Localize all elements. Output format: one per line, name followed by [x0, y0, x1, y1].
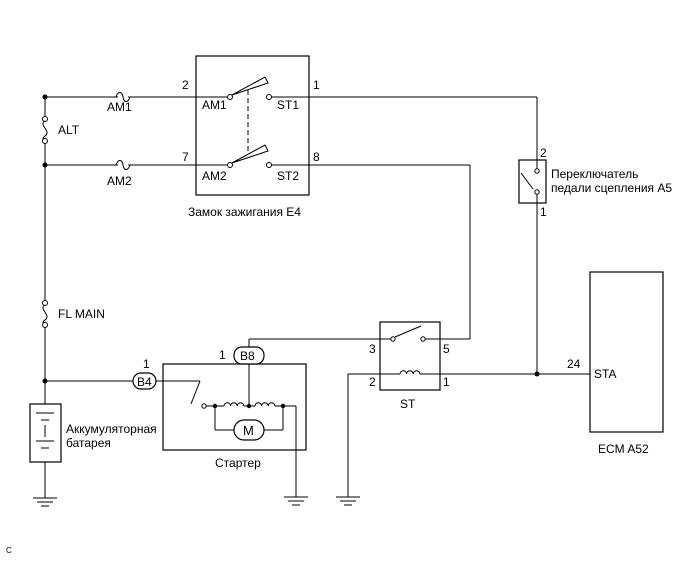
clutch-pedal-switch: 2 1 Переключатель педали сцепления A5 — [518, 146, 672, 219]
ignition-st1-label: ST1 — [277, 98, 299, 112]
relay-ground — [336, 496, 360, 506]
am1-fuse: AM1 — [107, 92, 132, 114]
battery-ground — [33, 462, 57, 507]
ignition-switch-title: Замок зажигания E4 — [188, 205, 301, 219]
relay-pin3: 3 — [369, 342, 376, 356]
ignition-switch: 2 7 1 8 AM1 AM2 ST1 ST2 Замок зажигания … — [182, 55, 320, 219]
left-bus-wiring — [44, 96, 196, 404]
ignition-am1-label: AM1 — [202, 98, 227, 112]
connector-b4-label: B4 — [137, 375, 152, 389]
alt-fuse-label: ALT — [58, 123, 80, 137]
fl-main-fuse: FL MAIN — [42, 300, 105, 328]
ecm: 24 STA ECM A52 — [567, 271, 664, 456]
starter-ground — [284, 496, 308, 506]
junction-dot — [42, 378, 48, 384]
connector-b8-label: B8 — [240, 349, 255, 363]
ignition-am2-label: AM2 — [202, 169, 227, 183]
st-relay: 3 5 2 1 ST — [369, 321, 450, 411]
battery: Аккумуляторная батарея — [29, 403, 157, 463]
junction-dot — [42, 94, 48, 100]
connector-b4-pin: 1 — [143, 357, 150, 371]
junction-dot — [42, 162, 48, 168]
ignition-st2-label: ST2 — [277, 169, 299, 183]
ecm-sta-label: STA — [594, 367, 616, 381]
ignition-pin-st2: 8 — [313, 150, 320, 164]
motor-label: M — [243, 423, 254, 438]
ecm-title: ECM A52 — [598, 442, 649, 456]
signal-wiring — [248, 96, 590, 497]
clutch-switch-title-line2: педали сцепления A5 — [551, 181, 672, 195]
starter-title: Стартер — [215, 456, 261, 470]
alt-fuse: ALT — [42, 116, 80, 144]
ignition-pin-st1: 1 — [313, 78, 320, 92]
connector-b8-pin: 1 — [219, 348, 226, 362]
clutch-pin-top: 2 — [540, 146, 547, 160]
starter: B4 1 B8 1 M Стартер — [132, 346, 307, 497]
motor-symbol — [233, 419, 265, 441]
corner-mark: C — [6, 546, 12, 555]
relay-pin5: 5 — [443, 342, 450, 356]
ignition-pin-am2: 7 — [182, 150, 189, 164]
clutch-pin-bottom: 1 — [540, 205, 547, 219]
relay-pin1: 1 — [443, 375, 450, 389]
am1-fuse-label: AM1 — [107, 100, 132, 114]
battery-label-line2: батарея — [66, 436, 111, 450]
clutch-switch-title-line1: Переключатель — [551, 167, 638, 181]
fl-main-fuse-label: FL MAIN — [58, 307, 105, 321]
battery-label-line1: Аккумуляторная — [66, 422, 157, 436]
am2-fuse: AM2 — [107, 160, 132, 188]
relay-pin2: 2 — [369, 375, 376, 389]
junction-dot — [534, 371, 540, 377]
connector-b4 — [132, 372, 157, 390]
relay-title: ST — [400, 397, 416, 411]
ignition-pin-am1: 2 — [182, 78, 189, 92]
am2-fuse-label: AM2 — [107, 174, 132, 188]
ecm-pin-sta: 24 — [567, 357, 581, 371]
